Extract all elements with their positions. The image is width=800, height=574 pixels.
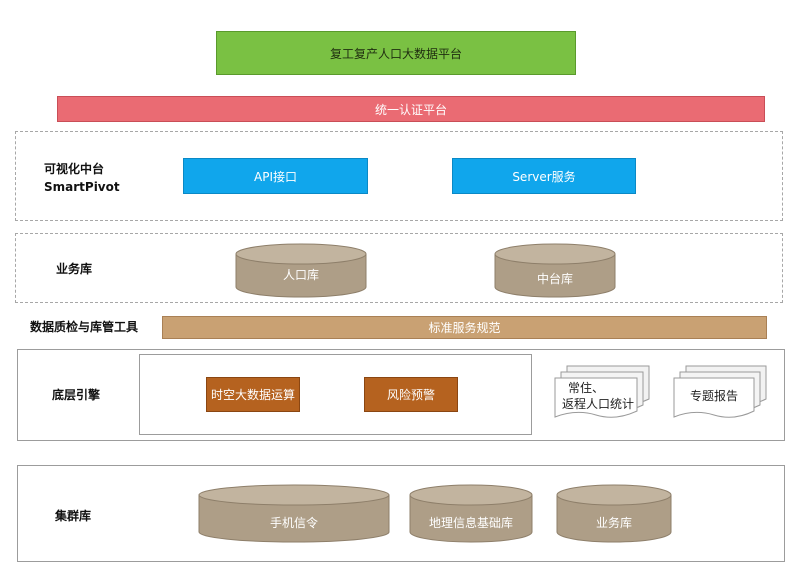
engine-layer-label: 底层引擎 <box>52 388 101 402</box>
cluster-business-db-cylinder: 业务库 <box>556 484 672 543</box>
standard-service-label: 标准服务规范 <box>428 321 501 335</box>
visual-layer-label-line2: SmartPivot <box>44 180 120 194</box>
phone-signal-db-label: 手机信令 <box>270 515 318 530</box>
population-db-cylinder: 人口库 <box>235 243 367 298</box>
cluster-layer-box <box>17 465 785 562</box>
visual-layer-box <box>15 131 783 221</box>
visual-layer-label-line1: 可视化中台 <box>44 162 105 176</box>
phone-signal-db-cylinder: 手机信令 <box>198 484 390 543</box>
api-interface-label: API接口 <box>254 169 297 184</box>
business-layer-label: 业务库 <box>56 262 93 276</box>
auth-platform-bar: 统一认证平台 <box>57 96 765 122</box>
resident-stats-line1: 常住、 <box>568 381 604 395</box>
spatiotemporal-compute-box: 时空大数据运算 <box>206 377 300 412</box>
quality-tools-label: 数据质检与库管工具 <box>30 320 139 334</box>
risk-warning-box: 风险预警 <box>364 377 458 412</box>
resident-stats-line2: 返程人口统计 <box>562 396 634 411</box>
visual-layer-label: 可视化中台 SmartPivot <box>44 160 154 196</box>
engine-layer-box <box>17 349 785 441</box>
middle-db-label: 中台库 <box>537 271 573 286</box>
geo-base-db-cylinder: 地理信息基础库 <box>409 484 533 543</box>
population-db-label: 人口库 <box>283 267 319 282</box>
resident-stats-doc: 常住、 返程人口统计 <box>554 365 650 418</box>
cluster-business-db-label: 业务库 <box>596 515 632 530</box>
engine-inner-box <box>139 354 532 435</box>
top-platform-title: 复工复产人口大数据平台 <box>329 46 462 61</box>
business-layer-box <box>15 233 783 303</box>
risk-warning-label: 风险预警 <box>386 388 435 402</box>
middle-db-cylinder: 中台库 <box>494 243 616 298</box>
auth-platform-label: 统一认证平台 <box>374 102 447 117</box>
cluster-layer-label: 集群库 <box>55 509 92 523</box>
special-report-doc: 专题报告 <box>673 365 767 418</box>
special-report-label: 专题报告 <box>690 388 738 403</box>
server-service-box: Server服务 <box>452 158 636 194</box>
spatiotemporal-compute-label: 时空大数据运算 <box>210 388 295 402</box>
geo-base-db-label: 地理信息基础库 <box>429 515 513 530</box>
server-service-label: Server服务 <box>512 169 576 184</box>
api-interface-box: API接口 <box>183 158 368 194</box>
standard-service-bar: 标准服务规范 <box>162 316 767 339</box>
top-platform-bar: 复工复产人口大数据平台 <box>216 31 576 75</box>
